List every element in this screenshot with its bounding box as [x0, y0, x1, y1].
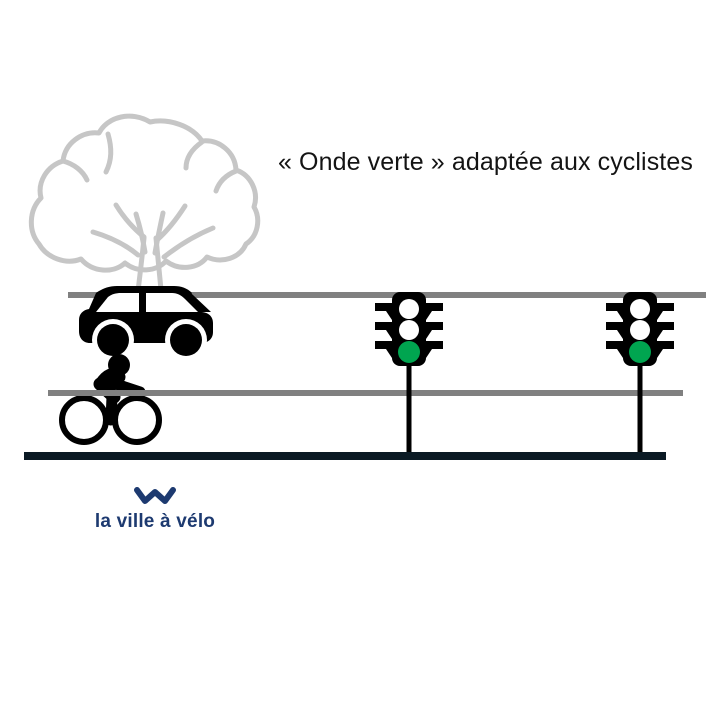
car-illustration — [79, 286, 213, 361]
car-window-front — [146, 293, 198, 312]
car-wheel-front-tire — [170, 324, 202, 356]
page-title: « Onde verte » adaptée aux cyclistes — [278, 148, 693, 176]
cyclist-wheel-front — [112, 395, 162, 445]
traffic-light-2-green-lamp — [629, 341, 651, 363]
traffic-light-1-visors-right — [426, 303, 443, 358]
tree-lobe-detail-3 — [213, 168, 239, 194]
traffic-light-2[interactable] — [606, 292, 674, 456]
traffic-light-2-red-lamp — [630, 299, 650, 319]
tree-lobe-detail-2 — [183, 139, 205, 171]
traffic-light-1[interactable] — [375, 292, 443, 456]
logo-wordmark: la ville à vélo — [94, 511, 216, 532]
traffic-light-1-red-lamp — [399, 299, 419, 319]
traffic-light-1-amber-lamp — [399, 320, 419, 340]
heart-chevron-mark — [134, 487, 176, 504]
cyclist-illustration — [59, 354, 162, 445]
car-wheel-rear-tire — [97, 324, 129, 356]
tree-illustration — [28, 113, 261, 303]
traffic-light-2-visors-right — [657, 303, 674, 358]
logo[interactable]: la ville à vélo — [60, 486, 250, 533]
car-roof — [98, 286, 192, 297]
traffic-light-1-green-lamp — [398, 341, 420, 363]
traffic-light-2-visors-left — [606, 303, 623, 358]
tree-lobe-detail-1 — [103, 131, 114, 175]
tree-lobe-detail-4 — [60, 158, 90, 183]
tree-branch-right-2 — [161, 225, 216, 260]
tree-branch-left-2 — [90, 229, 141, 258]
tree-branch-right — [154, 203, 188, 243]
traffic-light-2-amber-lamp — [630, 320, 650, 340]
traffic-light-1-visors-left — [375, 303, 392, 358]
cyclist-leg — [105, 391, 118, 426]
cyclist-wheel-rear — [59, 395, 109, 445]
car-window-rear — [96, 293, 139, 312]
